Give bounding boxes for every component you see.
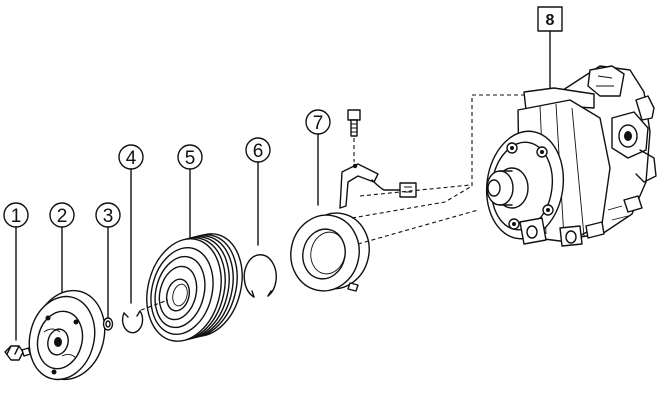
snap-ring-large <box>243 254 277 298</box>
compressor <box>485 65 657 247</box>
callout-2: 2 <box>49 202 75 306</box>
assembly-guide-lines <box>351 94 530 245</box>
shim <box>102 317 114 331</box>
callout-7: 7 <box>305 109 331 206</box>
callout-6: 6 <box>245 137 271 246</box>
callout-3-label: 3 <box>103 206 114 227</box>
callout-6-label: 6 <box>253 141 264 162</box>
callout-4: 4 <box>118 144 144 304</box>
callout-1-label: 1 <box>11 206 22 227</box>
callout-4-label: 4 <box>126 148 137 169</box>
callout-5-label: 5 <box>185 148 196 169</box>
pressure-plate <box>28 289 106 381</box>
callout-2-label: 2 <box>57 206 68 227</box>
callout-1: 1 <box>3 202 29 341</box>
callout-3: 3 <box>95 202 121 319</box>
stator-bolt <box>347 109 361 162</box>
callout-8-label: 8 <box>546 12 555 29</box>
pulley <box>140 233 243 342</box>
snap-ring-small <box>121 310 144 334</box>
callout-5: 5 <box>177 144 203 241</box>
callout-7-label: 7 <box>313 113 324 134</box>
stator-coil <box>290 163 417 292</box>
callout-8: 8 <box>537 6 563 89</box>
